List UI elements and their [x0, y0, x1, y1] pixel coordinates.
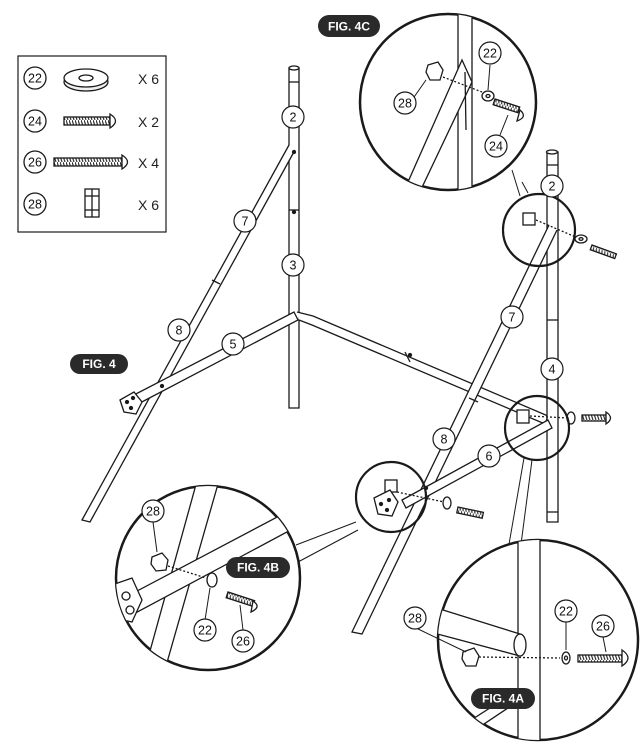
parts-legend: 22 X 6 24 X 2 2 — [17, 55, 167, 233]
part-label-22: 22 — [193, 618, 217, 642]
svg-text:28: 28 — [408, 612, 422, 626]
part-label-28: 28 — [403, 606, 427, 630]
svg-text:28: 28 — [146, 505, 160, 519]
svg-text:3: 3 — [290, 259, 297, 273]
figure-badge-4: FIG. 4 — [70, 354, 128, 374]
bracket-plate — [373, 489, 399, 517]
svg-text:28: 28 — [398, 97, 412, 111]
svg-text:FIG. 4A: FIG. 4A — [482, 692, 524, 706]
svg-text:8: 8 — [441, 433, 448, 447]
svg-text:5: 5 — [230, 338, 237, 352]
legend-row-28: 28 X 6 — [23, 188, 159, 218]
legend-row-22: 22 X 6 — [23, 66, 159, 92]
part-label-8: 8 — [432, 427, 456, 451]
part-label-8: 8 — [167, 318, 191, 342]
svg-text:8: 8 — [176, 324, 183, 338]
svg-text:6: 6 — [486, 450, 493, 464]
legend-part-number: 24 — [28, 115, 42, 129]
part-label-3: 3 — [281, 253, 305, 277]
figure-badge-4b: FIG. 4B — [226, 557, 290, 578]
figure-badge-4a: FIG. 4A — [471, 688, 535, 709]
svg-text:2: 2 — [549, 180, 556, 194]
legend-part-number: 28 — [28, 198, 42, 212]
svg-text:22: 22 — [198, 624, 212, 638]
washer-icon — [63, 68, 109, 92]
leader-lines — [295, 169, 533, 563]
part-label-22: 22 — [478, 41, 502, 65]
nut-icon — [84, 188, 100, 218]
part-number-labels: 2 3 7 8 5 2 7 4 — [141, 41, 615, 653]
svg-text:7: 7 — [242, 215, 249, 229]
legend-quantity: X 2 — [138, 114, 159, 130]
part-label-28: 28 — [141, 499, 165, 523]
svg-text:24: 24 — [489, 140, 503, 154]
frame-right-assembly — [351, 149, 559, 635]
figure-badge-4c: FIG. 4C — [318, 15, 380, 37]
part-label-5: 5 — [221, 332, 245, 356]
part-label-2: 2 — [540, 174, 564, 198]
part-label-7: 7 — [500, 305, 524, 329]
legend-row-24: 24 X 2 — [23, 109, 159, 133]
main-joint-hardware — [373, 212, 618, 520]
part-label-2: 2 — [281, 105, 305, 129]
svg-text:FIG. 4: FIG. 4 — [82, 357, 116, 371]
detail-view-4c — [358, 12, 538, 192]
svg-text:22: 22 — [559, 605, 573, 619]
detail-view-4a — [415, 538, 640, 742]
svg-text:FIG. 4C: FIG. 4C — [328, 20, 370, 34]
long-bolt-icon — [53, 153, 129, 171]
part-label-7: 7 — [233, 209, 257, 233]
legend-quantity: X 6 — [138, 71, 159, 87]
legend-quantity: X 6 — [138, 197, 159, 213]
svg-text:4: 4 — [549, 363, 556, 377]
part-label-24: 24 — [484, 134, 508, 158]
short-bolt-icon — [63, 112, 117, 130]
part-label-4: 4 — [540, 357, 564, 381]
svg-text:7: 7 — [509, 311, 516, 325]
svg-text:2: 2 — [290, 111, 297, 125]
legend-quantity: X 4 — [138, 155, 159, 171]
part-label-26: 26 — [231, 629, 255, 653]
legend-part-number: 22 — [28, 72, 42, 86]
svg-text:26: 26 — [596, 620, 610, 634]
part-label-28: 28 — [393, 91, 417, 115]
legend-row-26: 26 X 4 — [23, 150, 159, 174]
part-label-22: 22 — [554, 599, 578, 623]
bracket-plate — [119, 391, 143, 415]
detail-view-4b — [114, 484, 302, 672]
svg-text:22: 22 — [483, 47, 497, 61]
legend-part-number: 26 — [28, 156, 42, 170]
callout-circles — [354, 192, 577, 534]
figure-badges: FIG. 4C FIG. 4 FIG. 4B FIG. 4A — [70, 15, 535, 709]
svg-text:26: 26 — [236, 635, 250, 649]
part-label-26: 26 — [591, 614, 615, 638]
svg-text:FIG. 4B: FIG. 4B — [237, 561, 279, 575]
part-label-6: 6 — [477, 444, 501, 468]
